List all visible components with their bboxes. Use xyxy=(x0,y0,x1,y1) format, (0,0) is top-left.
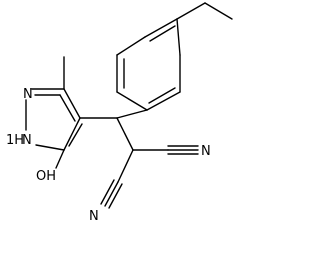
bond-ring-2 xyxy=(116,36,146,56)
bond-ring-5-inner xyxy=(148,87,176,104)
bond-pz-c5-c4 xyxy=(63,117,81,151)
bond-c5-oh xyxy=(55,149,65,169)
bond-pz-n1-c5 xyxy=(35,144,65,151)
triple-lower-2 xyxy=(104,181,119,207)
bond-ring-ch xyxy=(116,109,148,119)
atom-n-pyrazole: N xyxy=(23,87,33,102)
bond-ring-7 xyxy=(176,18,181,56)
bond-ring-1-inner xyxy=(149,25,176,42)
bond-ccn-lower xyxy=(117,149,134,183)
bond-pz-c5-c4-inner xyxy=(68,123,83,147)
structure-diagram: N 1H N OH N N xyxy=(6,2,233,224)
triple-lower-1 xyxy=(100,179,115,205)
bond-ring-1 xyxy=(144,18,178,38)
atom-oh: OH xyxy=(36,169,56,184)
bond-ring-4 xyxy=(116,91,148,111)
bond-pz-c4-c3 xyxy=(63,88,81,119)
triple-lower-3 xyxy=(108,183,123,209)
bond-ring-5 xyxy=(146,91,181,111)
molecule-canvas: N 1H N OH N N xyxy=(6,2,233,224)
bond-ch-ccn xyxy=(116,117,134,151)
atom-n-cyano-upper: N xyxy=(201,144,211,159)
bond-ethyl-ch2 xyxy=(176,2,206,20)
atom-nh-prefix: 1H xyxy=(6,133,24,148)
bond-pz-c4-c3-inner xyxy=(59,94,76,122)
atom-nh: N xyxy=(22,133,32,148)
atom-n-cyano-lower: N xyxy=(89,209,99,224)
bond-ethyl-ch3 xyxy=(204,2,233,20)
